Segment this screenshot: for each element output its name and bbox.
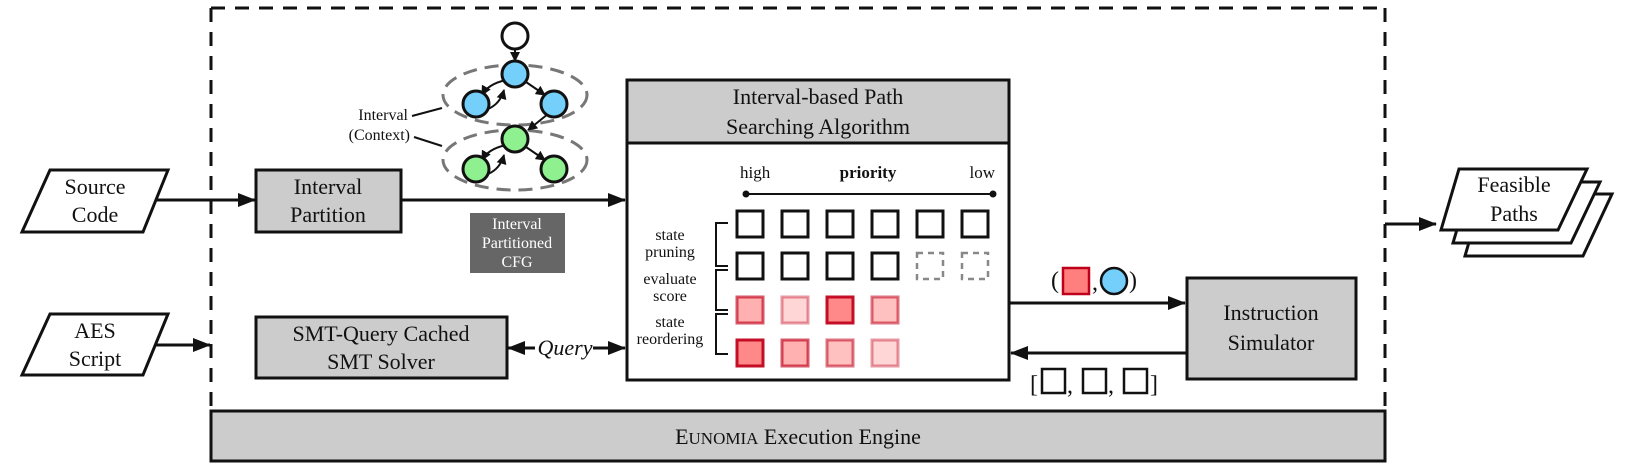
source-code-line2: Code <box>72 202 118 227</box>
stage-reordering-line2: reordering <box>637 331 704 348</box>
state-cell <box>915 209 945 239</box>
cfg-node <box>539 154 569 184</box>
priority-low-label: low <box>970 163 996 182</box>
feasible-paths-output: Feasible Paths <box>1438 167 1615 258</box>
cfg-node <box>500 124 530 154</box>
state-square-icon <box>1040 367 1067 395</box>
interval-cfg-graph: Interval (Context) <box>349 21 589 192</box>
scored-state-cell <box>825 295 855 325</box>
bracket-pruning <box>715 222 728 267</box>
scored-state-cell <box>870 338 900 368</box>
stage-evaluate-line2: score <box>653 288 687 305</box>
interval-label-line1: Interval <box>358 107 408 124</box>
pruned-state-cell <box>915 251 945 281</box>
stage-reordering-line1: state <box>655 314 684 331</box>
cfg-entry-node <box>500 21 530 51</box>
state-cell <box>780 251 810 281</box>
execution-engine-bar: EUNOMIA Execution Engine <box>209 409 1387 463</box>
aes-script-line1: AES <box>74 318 116 343</box>
stage-pruning-line1: state <box>655 227 684 244</box>
state-cell <box>825 251 855 281</box>
tuple-open: ( <box>1051 268 1059 294</box>
stage-pruning-line2: pruning <box>645 244 695 261</box>
path-search-line2: Searching Algorithm <box>726 114 910 139</box>
smt-solver-module: SMT-Query Cached SMT Solver <box>254 315 509 380</box>
cfg-node <box>500 59 530 89</box>
scored-state-cell <box>735 295 765 325</box>
state-cell <box>735 251 765 281</box>
interval-partition-module: Interval Partition <box>254 168 403 234</box>
cfg-node <box>461 89 491 119</box>
state-square-icon <box>1061 266 1091 296</box>
list-sep: , <box>1067 373 1073 399</box>
interval-partition-line2: Partition <box>290 202 366 227</box>
priority-title: priority <box>840 163 897 182</box>
state-square-icon <box>1081 367 1108 395</box>
smt-solver-line2: SMT Solver <box>327 349 435 374</box>
query-edge: Query <box>507 335 626 360</box>
instruction-simulator-line2: Simulator <box>1228 330 1315 355</box>
state-cell <box>960 209 990 239</box>
cfg-badge-line3: CFG <box>501 254 533 271</box>
query-label: Query <box>538 335 593 360</box>
instruction-circle-icon <box>1099 266 1129 296</box>
cfg-badge: Interval Partitioned CFG <box>470 213 565 273</box>
priority-high-label: high <box>740 163 771 182</box>
scored-state-cell <box>825 338 855 368</box>
interval-label-line2: (Context) <box>349 127 410 144</box>
state-instruction-pair: ( , ) <box>1051 266 1137 296</box>
state-cell <box>735 209 765 239</box>
source-code-line1: Source <box>64 174 125 199</box>
source-code-input: Source Code <box>19 168 171 234</box>
state-cell <box>870 251 900 281</box>
instruction-simulator-line1: Instruction <box>1223 300 1318 325</box>
state-cell <box>870 209 900 239</box>
list-sep: , <box>1108 373 1114 399</box>
feasible-paths-line1: Feasible <box>1477 172 1550 197</box>
state-cell <box>780 209 810 239</box>
state-square-icon <box>1122 367 1149 395</box>
path-search-module: Interval-based Path Searching Algorithm … <box>625 78 1011 382</box>
engine-label: EUNOMIA Execution Engine <box>675 424 921 449</box>
cfg-node <box>539 89 569 119</box>
list-close: ] <box>1150 372 1158 398</box>
aes-script-line2: Script <box>69 346 122 371</box>
engine-boundary <box>209 6 1387 412</box>
cfg-node <box>461 154 491 184</box>
interval-partition-line1: Interval <box>294 174 362 199</box>
scored-state-cell <box>870 295 900 325</box>
list-open: [ <box>1030 372 1038 398</box>
cfg-badge-line2: Partitioned <box>482 235 552 252</box>
bracket-evaluate <box>715 269 728 311</box>
instruction-simulator-module: Instruction Simulator <box>1185 276 1358 381</box>
feasible-paths-line2: Paths <box>1490 201 1538 226</box>
scored-state-cell <box>780 338 810 368</box>
tuple-close: ) <box>1129 268 1137 294</box>
new-states-list: [ , , ] <box>1030 367 1158 399</box>
cfg-badge-line1: Interval <box>492 216 542 233</box>
smt-solver-line1: SMT-Query Cached <box>293 321 470 346</box>
scored-state-cell <box>780 295 810 325</box>
path-search-line1: Interval-based Path <box>733 84 903 109</box>
stage-evaluate-line1: evaluate <box>643 271 696 288</box>
scored-state-cell <box>735 338 765 368</box>
bracket-reordering <box>715 313 728 355</box>
tuple-sep: , <box>1092 270 1098 296</box>
aes-script-input: AES Script <box>19 312 171 377</box>
pruned-state-cell <box>960 251 990 281</box>
state-cell <box>825 209 855 239</box>
priority-queue <box>735 209 990 368</box>
